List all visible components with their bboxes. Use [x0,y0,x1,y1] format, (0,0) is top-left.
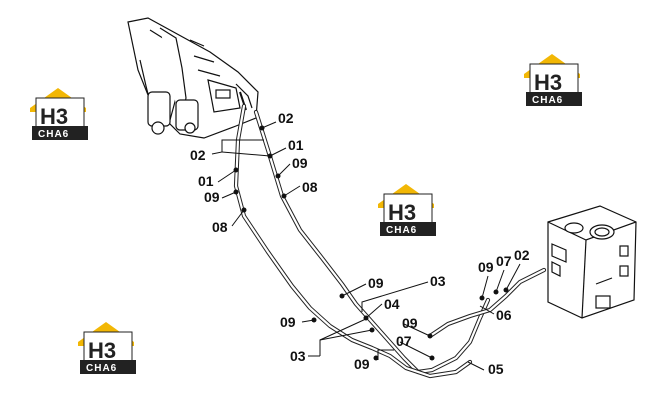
label-02-left: 02 [190,147,206,163]
label-06: 06 [496,307,512,323]
svg-text:H3: H3 [40,104,68,129]
watermark-logo-1: H3 CHA6 [30,88,88,140]
label-07-tank: 07 [496,253,512,269]
label-09-left: 09 [204,189,220,205]
svg-text:CHA6: CHA6 [532,95,563,106]
svg-text:CHA6: CHA6 [38,129,69,140]
label-09-mid: 09 [402,315,418,331]
label-04: 04 [384,296,400,312]
excavator-arm-drawing [127,17,259,139]
watermark-logo-3: H3 CHA6 [378,184,436,236]
label-03-right: 03 [430,273,446,289]
leader-lines [211,121,521,371]
svg-text:CHA6: CHA6 [86,363,117,374]
label-02-top: 02 [278,110,294,126]
label-05: 05 [488,361,504,377]
label-09-bottom: 09 [354,356,370,372]
label-09-lower-left: 09 [280,314,296,330]
hose-lines [233,103,547,379]
label-01-left: 01 [198,173,214,189]
hydraulic-tank-drawing [547,205,637,319]
svg-text:H3: H3 [388,200,416,225]
label-01-right: 01 [288,137,304,153]
fittings [233,125,509,361]
label-09-center: 09 [368,275,384,291]
label-03-left: 03 [290,348,306,364]
svg-text:CHA6: CHA6 [386,225,417,236]
label-02-tank: 02 [514,247,530,263]
label-08-right: 08 [302,179,318,195]
label-09-right: 09 [292,155,308,171]
label-08-left: 08 [212,219,228,235]
label-09-tank: 09 [478,259,494,275]
svg-text:H3: H3 [88,338,116,363]
watermark-logo-4: H3 CHA6 [78,322,136,374]
watermark-logo-2: H3 CHA6 [524,54,582,106]
label-07-mid: 07 [396,333,412,349]
part-labels: 02 02 01 09 08 01 09 08 09 09 03 04 03 0… [190,110,530,377]
svg-text:H3: H3 [534,70,562,95]
